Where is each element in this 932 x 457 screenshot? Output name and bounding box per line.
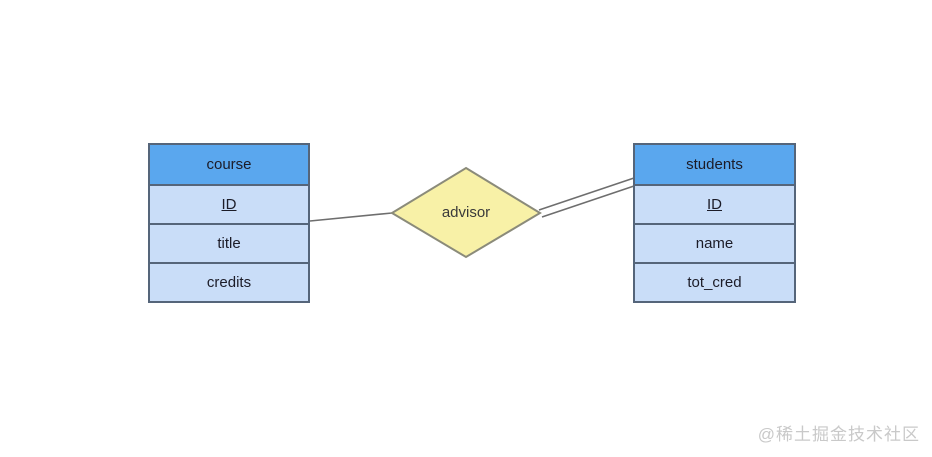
relationship-label: advisor (441, 204, 491, 221)
entity-students-attr-name: name (635, 223, 794, 262)
entity-students-attr-totcred: tot_cred (635, 262, 794, 301)
entity-course-attr-credits: credits (150, 262, 308, 301)
entity-students-attr-id: ID (635, 184, 794, 223)
connector-advisor-students-line2 (541, 185, 635, 218)
entity-course-header: course (150, 145, 308, 184)
entity-students-title: students (686, 156, 743, 173)
entity-course: course ID title credits (148, 143, 310, 303)
entity-students-header: students (635, 145, 794, 184)
entity-students: students ID name tot_cred (633, 143, 796, 303)
entity-course-attr-id: ID (150, 184, 308, 223)
connector-course-advisor (309, 212, 393, 222)
entity-course-attr-title: title (150, 223, 308, 262)
connector-advisor-students-line1 (538, 177, 635, 211)
watermark-text: @稀土掘金技术社区 (757, 425, 920, 444)
entity-course-title: course (206, 156, 252, 173)
